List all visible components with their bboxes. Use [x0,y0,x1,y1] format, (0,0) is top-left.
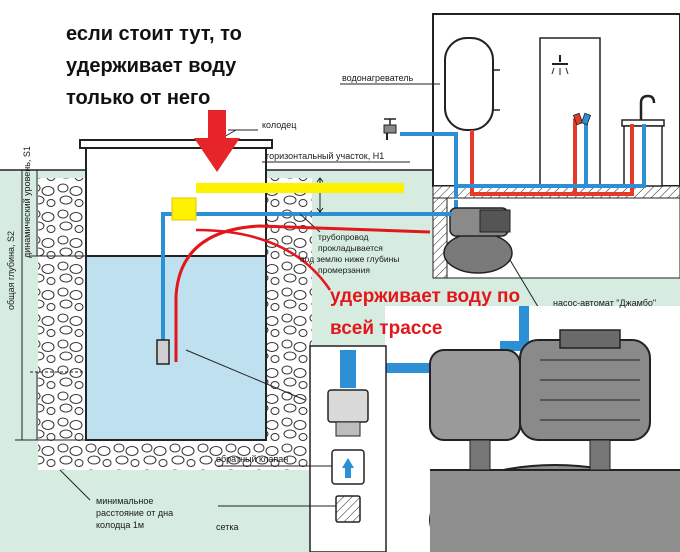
label-well: колодец [262,120,296,130]
well-lid [79,139,273,149]
suction-pipe [161,212,452,342]
top-note: если стоит тут, то удерживает воду тольк… [66,23,247,109]
check-valve-icon [327,389,369,523]
shower-door [539,37,601,187]
label-pump: насос-автомат "Джамбо" [553,298,656,308]
label-check-valve: обратный клапан [216,454,288,464]
shower-icon [551,55,569,75]
label-total-depth: общая глубина, S2 [6,231,16,310]
label-heater: водонагреватель [342,73,413,83]
yellow-valve-marker [171,197,197,221]
cold-water-pipe-house [456,124,646,188]
house-foundation [432,197,448,279]
down-arrow-icon [194,110,240,172]
pump-small [443,207,513,274]
red-note: удерживает воду по всей трассе [330,286,525,339]
water-heater [444,37,494,131]
well-gravel [38,178,312,470]
tap-icon [383,118,397,140]
label-min-dist: минимальное расстояние от дна колодца 1м [96,496,176,530]
check-valve-bottom [156,339,170,365]
hot-water-pipe-sink [575,124,634,196]
red-line-full-route [174,224,431,362]
label-horizontal: горизонтальный участок, H1 [266,151,384,161]
yellow-horizontal-highlight [196,183,404,193]
red-line-tail [195,228,332,291]
label-mesh: сетка [216,522,238,532]
pump-detail [429,329,680,552]
label-dyn-level: динамический уровень, S1 [22,146,32,258]
cold-water-pipe-heater [400,132,458,198]
label-pipe: трубопровод прокладывается под землю ниж… [300,232,402,275]
